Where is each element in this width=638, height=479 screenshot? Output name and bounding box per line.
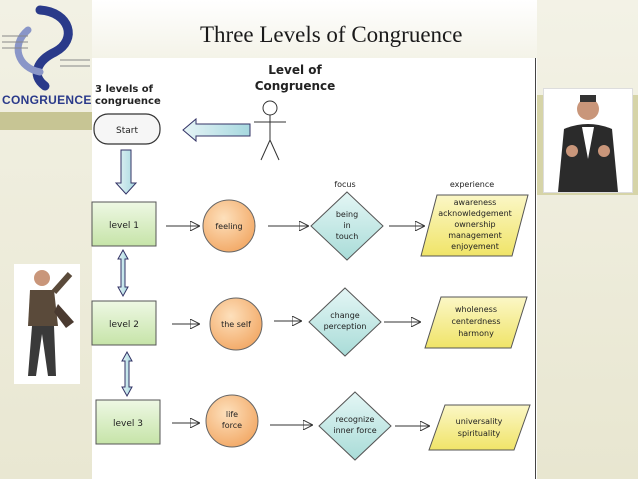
experience-text: wholeness xyxy=(455,305,497,314)
experience-box xyxy=(424,296,528,349)
level1-level2-arrow xyxy=(117,248,129,298)
experience-text: management xyxy=(448,231,502,240)
experience-text: acknowledgement xyxy=(438,209,512,218)
level-label: level 1 xyxy=(109,221,139,231)
diamond-text: being xyxy=(336,210,358,219)
level-1-row: level 1 feeling being in touch awareness… xyxy=(91,191,529,261)
header-title-line2: Congruence xyxy=(255,79,336,93)
down-arrow xyxy=(114,149,138,195)
entry-arrow xyxy=(182,117,251,143)
diamond-text: touch xyxy=(336,232,359,241)
focus-circle xyxy=(202,199,256,253)
focus-circle xyxy=(209,297,263,351)
level-3-row: level 3 life force recognize inner force… xyxy=(95,391,531,461)
left-olive-bar xyxy=(0,112,92,130)
diamond-text: in xyxy=(343,221,350,230)
experience-text: harmony xyxy=(458,329,494,338)
start-node xyxy=(93,113,161,145)
diamond-text: perception xyxy=(324,322,367,331)
focus-label: focus xyxy=(334,180,355,189)
level-label: level 2 xyxy=(109,320,139,330)
presenter-photo-right xyxy=(543,88,633,193)
top-band xyxy=(0,0,638,58)
start-label: Start xyxy=(116,126,138,136)
level-box xyxy=(95,399,161,445)
right-band xyxy=(537,0,638,479)
level-label: level 3 xyxy=(113,419,143,429)
diamond-text: recognize xyxy=(336,415,375,424)
experience-text: spirituality xyxy=(458,429,501,438)
experience-text: enjoyement xyxy=(451,242,499,251)
left-band xyxy=(0,0,92,479)
focus-diamond xyxy=(308,287,382,357)
circle-text: the self xyxy=(221,320,251,329)
level-box xyxy=(91,300,157,346)
experience-text: ownership xyxy=(454,220,495,229)
experience-text: awareness xyxy=(454,198,497,207)
level-box xyxy=(91,201,157,247)
diamond-text: change xyxy=(330,311,360,320)
header-title-line1: Level of xyxy=(268,63,322,77)
sidebar-title-line2: congruence xyxy=(95,96,161,107)
diamond-text: inner force xyxy=(333,426,376,435)
actor-icon xyxy=(254,100,286,161)
logo-text: CONGRUENCE xyxy=(2,93,92,107)
experience-text: centerdness xyxy=(451,317,500,326)
logo-mark-icon xyxy=(2,5,90,91)
sidebar-title-line1: 3 levels of xyxy=(95,84,154,95)
level-2-row: level 2 the self change perception whole… xyxy=(91,287,528,357)
experience-box xyxy=(428,404,531,451)
circle-text: life xyxy=(226,410,238,419)
experience-text: universality xyxy=(456,417,503,426)
divider-line xyxy=(535,58,536,479)
circle-text: feeling xyxy=(215,222,242,231)
experience-box xyxy=(420,194,529,257)
circle-text: force xyxy=(222,421,242,430)
experience-label: experience xyxy=(450,180,494,189)
presenter-photo-left xyxy=(14,264,80,384)
focus-diamond xyxy=(318,391,392,461)
focus-diamond xyxy=(310,191,384,261)
slide-title: Three Levels of Congruence xyxy=(200,22,463,47)
focus-circle xyxy=(205,394,259,448)
level2-level3-arrow xyxy=(121,350,133,398)
